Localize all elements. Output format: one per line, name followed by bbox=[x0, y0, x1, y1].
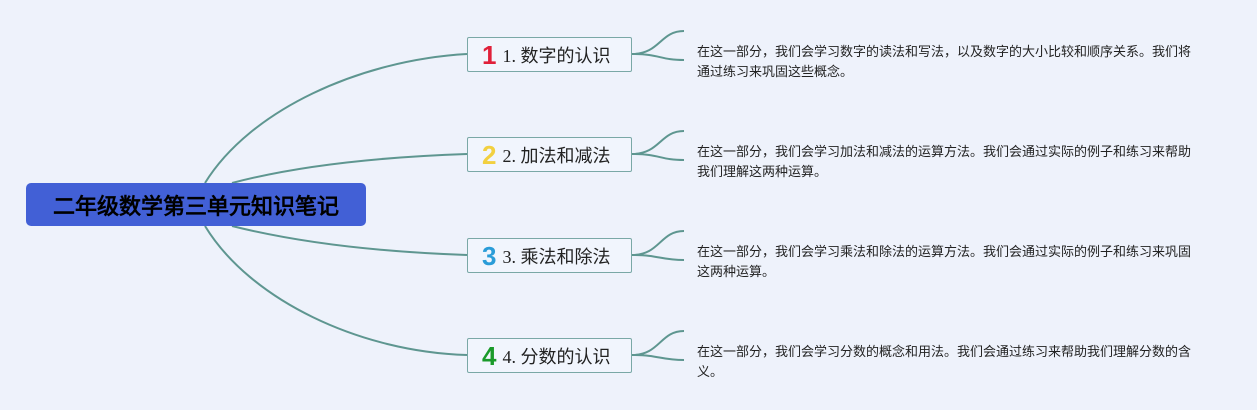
topic-4-description: 在这一部分，我们会学习分数的概念和用法。我们会通过练习来帮助我们理解分数的含义。 bbox=[697, 345, 1192, 380]
priority-2-icon: 2 bbox=[482, 139, 497, 170]
root-title: 二年级数学第三单元知识笔记 bbox=[52, 194, 339, 220]
topic-2[interactable]: 2 2. 加法和减法 bbox=[467, 137, 632, 172]
topic-1-description: 在这一部分，我们会学习数字的读法和写法，以及数字的大小比较和顺序关系。我们将通过… bbox=[697, 45, 1192, 80]
topic-label: 3. 乘法和除法 bbox=[502, 246, 611, 267]
connector-root-topic-4 bbox=[204, 225, 468, 356]
topic-2-description: 在这一部分，我们会学习加法和减法的运算方法。我们会通过实际的例子和练习来帮助我们… bbox=[697, 145, 1192, 180]
bracket-4 bbox=[631, 330, 685, 361]
priority-1-icon: 1 bbox=[482, 39, 497, 70]
bracket-2 bbox=[631, 130, 685, 161]
topic-label: 1. 数字的认识 bbox=[502, 45, 611, 66]
topic-label: 4. 分数的认识 bbox=[502, 346, 611, 367]
topic-label: 2. 加法和减法 bbox=[502, 145, 611, 166]
bracket-1 bbox=[631, 30, 685, 61]
bracket-3 bbox=[631, 230, 685, 261]
topic-4[interactable]: 4 4. 分数的认识 bbox=[467, 338, 632, 373]
priority-3-icon: 3 bbox=[482, 240, 497, 271]
topic-3-description: 在这一部分，我们会学习乘法和除法的运算方法。我们会通过实际的例子和练习来巩固这两… bbox=[697, 245, 1192, 280]
connector-root-topic-1 bbox=[204, 53, 468, 184]
priority-4-icon: 4 bbox=[482, 340, 497, 371]
topic-3[interactable]: 3 3. 乘法和除法 bbox=[467, 238, 632, 273]
root-topic[interactable]: 二年级数学第三单元知识笔记 bbox=[26, 183, 366, 226]
connector-root-topic-3 bbox=[231, 225, 468, 256]
connector-root-topic-2 bbox=[231, 153, 468, 184]
topic-1[interactable]: 1 1. 数字的认识 bbox=[467, 37, 632, 72]
